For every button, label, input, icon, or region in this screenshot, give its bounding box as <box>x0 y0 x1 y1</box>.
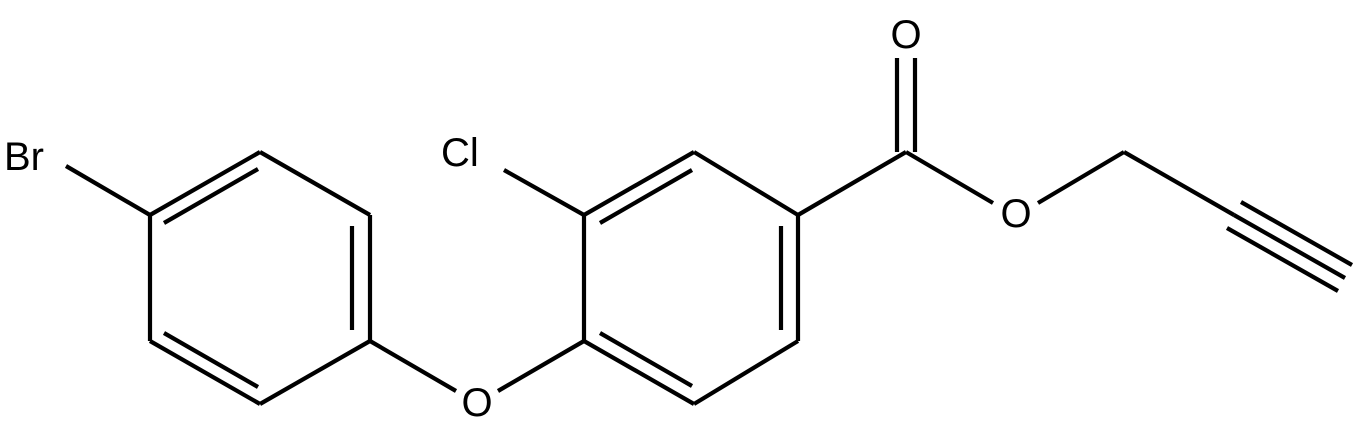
bond-ring-carbonyl <box>796 150 908 217</box>
bromine-label: Br <box>4 135 44 179</box>
bond <box>582 150 696 217</box>
carbonyl-oxygen-label: O <box>890 13 921 57</box>
bond-c-br <box>64 164 152 217</box>
bond <box>582 339 696 406</box>
triple-bond-2 <box>1239 200 1354 267</box>
bond <box>692 339 800 406</box>
benzoate-ring <box>581 150 801 406</box>
bond <box>148 150 262 217</box>
bond <box>258 150 372 217</box>
double-bond-inner <box>598 331 694 388</box>
bond <box>692 150 800 217</box>
bond-o-ch2 <box>1036 150 1126 205</box>
bromophenyl-ring <box>147 150 373 406</box>
triple-bond-1 <box>1232 213 1347 280</box>
bond-o-c-ether <box>496 339 586 393</box>
triple-bond-3 <box>1225 226 1340 293</box>
bond-c-cl <box>502 168 586 217</box>
bond-ch2-c <box>1122 150 1236 217</box>
bond <box>148 339 262 406</box>
bond-c-o-ester <box>904 150 995 205</box>
bond-c-o-ether <box>368 339 458 393</box>
double-bond-inner <box>162 167 260 225</box>
double-bond-inner <box>598 168 694 225</box>
bond <box>258 339 372 406</box>
ester-oxygen-label: O <box>1000 192 1031 236</box>
ether-oxygen-label: O <box>461 381 492 425</box>
chlorine-label: Cl <box>441 131 479 175</box>
double-bond-inner <box>162 331 260 389</box>
